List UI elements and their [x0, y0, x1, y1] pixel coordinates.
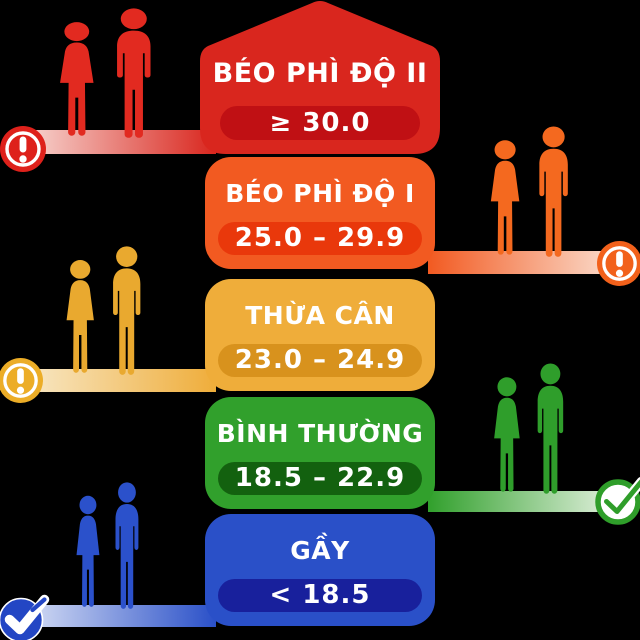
category-block	[205, 514, 435, 626]
category-label: BÉO PHÌ ĐỘ II	[212, 58, 428, 89]
gradient-bar	[428, 251, 622, 274]
man-silhouette	[117, 8, 151, 138]
warning-icon	[597, 241, 640, 286]
slim-couple-silhouette	[76, 482, 139, 609]
woman-silhouette	[60, 22, 94, 136]
category-block	[205, 279, 435, 391]
category-block-house	[200, 1, 440, 154]
gradient-bar	[18, 605, 216, 627]
gradient-bar	[18, 369, 216, 392]
woman-silhouette	[490, 140, 520, 255]
obese-couple-silhouette	[60, 8, 151, 138]
woman-silhouette	[76, 495, 100, 607]
category-block	[205, 157, 435, 269]
category-label: GẦY	[290, 536, 350, 565]
woman-silhouette	[494, 377, 520, 492]
woman-silhouette	[66, 260, 94, 373]
category-block	[205, 397, 435, 509]
category-label: BÉO PHÌ ĐỘ I	[225, 179, 415, 208]
category-label: BÌNH THƯỜNG	[216, 419, 424, 448]
man-silhouette	[539, 126, 568, 257]
check-icon	[594, 473, 640, 527]
warning-icon	[0, 358, 43, 403]
overweight-couple-silhouette	[490, 126, 568, 257]
check-icon	[0, 591, 55, 640]
man-silhouette	[537, 363, 564, 494]
bmi-range-badge: 23.0 – 24.9	[218, 344, 422, 377]
warning-icon	[0, 126, 46, 172]
gradient-bar	[20, 130, 216, 154]
bmi-range-badge: < 18.5	[218, 579, 422, 612]
bmi-range-badge: ≥ 30.0	[220, 106, 420, 140]
normal-couple-silhouette	[494, 363, 564, 494]
gradient-bar	[428, 491, 620, 512]
man-silhouette	[113, 246, 141, 375]
category-label: THỪA CÂN	[245, 301, 395, 330]
bmi-range-badge: 25.0 – 29.9	[218, 222, 422, 255]
man-silhouette	[115, 482, 139, 609]
bmi-range-badge: 18.5 – 22.9	[218, 462, 422, 495]
slightly-overweight-couple-silhouette	[66, 246, 141, 375]
